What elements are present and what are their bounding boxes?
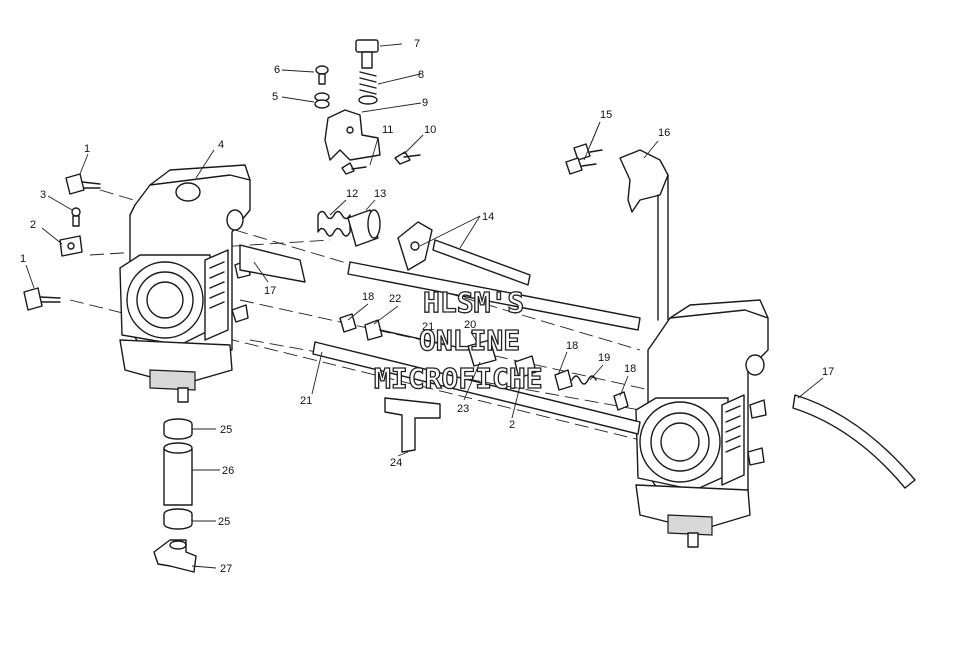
callout-8: 8 (418, 69, 424, 81)
callout-26: 26 (222, 465, 234, 477)
callout-1-top: 1 (84, 143, 90, 155)
shafts-and-tubes (239, 244, 916, 489)
callout-2-center: 2 (509, 419, 515, 431)
callout-1-bottom: 1 (20, 253, 26, 265)
callout-24: 24 (390, 457, 402, 469)
callout-9: 9 (422, 97, 428, 109)
callout-11: 11 (382, 124, 393, 136)
left-carburetor (119, 164, 251, 403)
callout-17-right: 17 (822, 366, 834, 378)
callout-10: 10 (424, 124, 436, 136)
spring-collar-cam (317, 209, 531, 286)
callout-16: 16 (658, 127, 670, 139)
callout-18-left: 18 (362, 291, 374, 303)
callout-14: 14 (482, 211, 494, 223)
callout-18-mid: 18 (566, 340, 578, 352)
callout-13: 13 (374, 188, 386, 200)
watermark-line-3: MICROFICHE (374, 362, 543, 395)
callout-18-right: 18 (624, 363, 636, 375)
callout-17-left: 17 (264, 285, 276, 297)
callout-3: 3 (40, 189, 46, 201)
fuel-line-parts (153, 418, 197, 573)
callout-5: 5 (272, 91, 278, 103)
watermark-line-1: HLSM'S (423, 286, 524, 319)
callout-15: 15 (600, 109, 612, 121)
callout-22: 22 (389, 293, 401, 305)
callout-4: 4 (218, 139, 224, 151)
callout-21-tube: 21 (300, 395, 312, 407)
right-bracket (565, 143, 669, 321)
callout-27: 27 (220, 563, 232, 575)
callout-21-label: 21 (422, 321, 434, 333)
callout-25-top: 25 (220, 424, 232, 436)
right-carburetor (635, 299, 769, 548)
callout-6: 6 (274, 64, 280, 76)
watermark: HLSM'S ONLINE MICROFICHE (373, 285, 543, 395)
callout-labels: 1 1 2 2 3 4 5 6 7 8 9 10 11 12 13 14 15 … (20, 38, 834, 575)
callout-2-left: 2 (30, 219, 36, 231)
callout-20: 20 (464, 319, 476, 331)
callout-12: 12 (346, 188, 358, 200)
callout-25-bottom: 25 (218, 516, 230, 528)
watermark-line-2: ONLINE (419, 324, 520, 357)
leader-lines (25, 43, 824, 569)
callout-19: 19 (598, 352, 610, 364)
left-fasteners (23, 173, 101, 311)
throttle-bracket-assembly (314, 39, 421, 175)
callout-23: 23 (457, 403, 469, 415)
callout-7: 7 (414, 38, 420, 50)
